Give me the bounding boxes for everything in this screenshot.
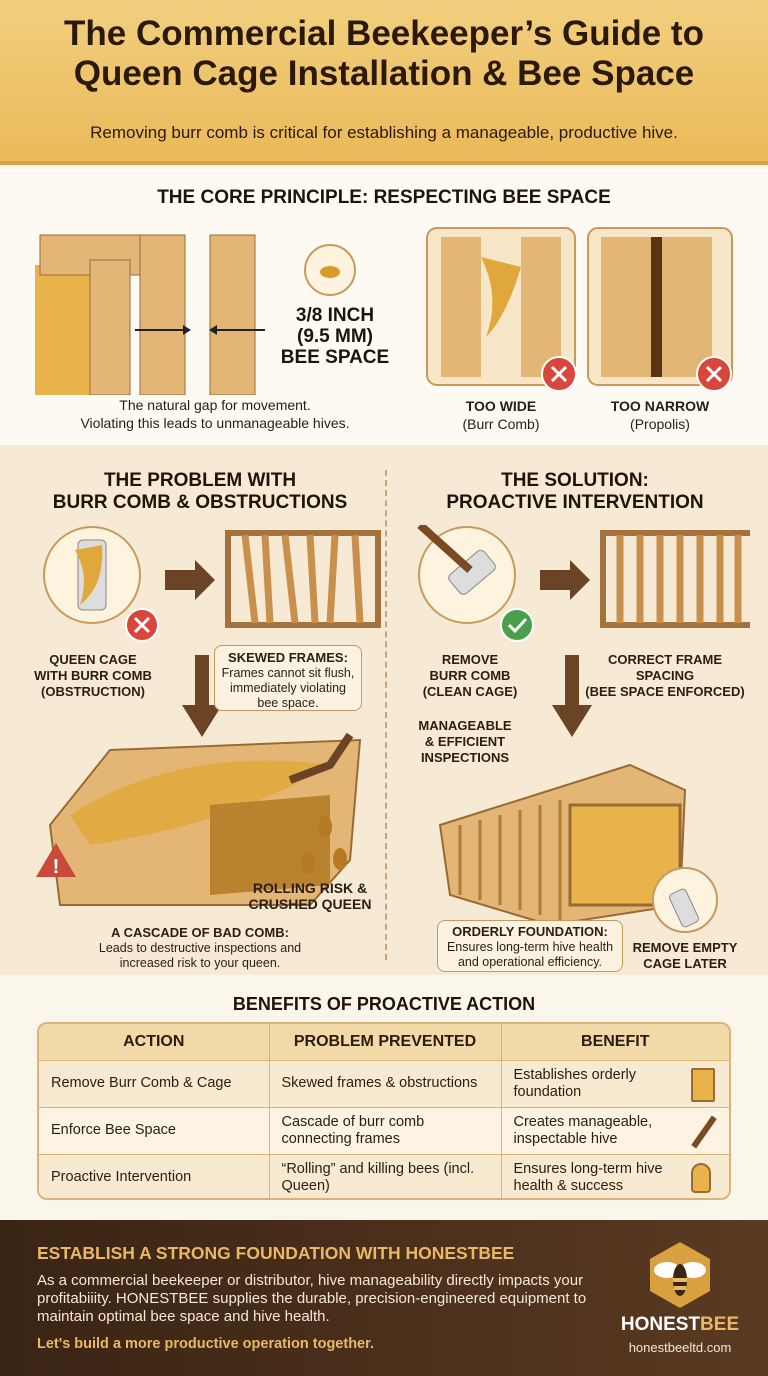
- action-cell: Proactive Intervention: [39, 1154, 270, 1198]
- wrong-x-icon: [125, 608, 159, 642]
- skewed-frames-callout: SKEWED FRAMES:Frames cannot sit flush, i…: [214, 645, 362, 711]
- benefit-cell: Ensures long-term hive health & success: [501, 1154, 729, 1198]
- footer-title: ESTABLISH A STRONG FOUNDATION WITH HONES…: [37, 1243, 515, 1263]
- rolling-risk-label: ROLLING RISK &CRUSHED QUEEN: [248, 880, 372, 912]
- solution-title: THE SOLUTION:PROACTIVE INTERVENTION: [446, 470, 704, 513]
- benefit-cell: Establishes orderly foundation: [501, 1060, 729, 1108]
- too-narrow-label: TOO NARROW(Propolis): [610, 398, 710, 432]
- svg-text:!: !: [53, 856, 60, 878]
- cascade-caption: A CASCADE OF BAD COMB:Leads to destructi…: [98, 925, 302, 970]
- problem-solution-illustrations: !: [36, 525, 750, 933]
- action-cell: Remove Burr Comb & Cage: [39, 1060, 270, 1108]
- brand-name: HONESTBEE: [620, 1314, 740, 1335]
- action-cell: Enforce Bee Space: [39, 1107, 270, 1155]
- problem-cell: “Rolling” and killing bees (incl. Queen): [269, 1154, 502, 1198]
- honeycomb-frame-icon: [691, 1067, 715, 1102]
- footer-body: As a commercial beekeeper or distributor…: [37, 1272, 587, 1325]
- problem-cell: Skewed frames & obstructions: [269, 1060, 502, 1108]
- honestbee-logo-icon: [650, 1242, 710, 1308]
- hive-tool-icon: [691, 1115, 717, 1148]
- wrong-x-icon: [696, 356, 732, 392]
- problem-cell: Cascade of burr comb connecting frames: [269, 1107, 502, 1155]
- website-link[interactable]: honestbeeltd.com: [628, 1340, 732, 1355]
- queen-icon: [691, 1162, 711, 1193]
- table-row: Proactive Intervention“Rolling” and kill…: [39, 1154, 729, 1198]
- too-wide-label: TOO WIDE(Burr Comb): [462, 398, 540, 432]
- check-icon: [500, 608, 534, 642]
- column-header: BENEFIT: [501, 1024, 729, 1061]
- frames-bee-space-illustration: [35, 234, 356, 395]
- spacing-comparison-illustration: [426, 227, 733, 392]
- wrong-x-icon: [541, 356, 577, 392]
- benefit-cell: Creates manageable, inspectable hive: [501, 1107, 729, 1155]
- orderly-foundation-callout: ORDERLY FOUNDATION:Ensures long-term hiv…: [437, 920, 623, 972]
- arrow-right-icon: [165, 560, 215, 600]
- column-header: ACTION: [39, 1024, 270, 1061]
- bee-space-caption: The natural gap for movement.Violating t…: [80, 397, 350, 431]
- arrow-down-icon: [552, 705, 592, 737]
- section-title: THE CORE PRINCIPLE: RESPECTING BEE SPACE: [157, 187, 611, 208]
- column-header: PROBLEM PREVENTED: [269, 1024, 502, 1061]
- footer-cta: Let's build a more productive operation …: [37, 1336, 374, 1352]
- bee-space-measurement: 3/8 INCH(9.5 MM)BEE SPACE: [280, 305, 390, 368]
- arrow-down-icon: [182, 705, 222, 737]
- divider: [385, 470, 387, 960]
- bee-icon: [301, 816, 347, 874]
- warning-icon: !: [36, 843, 76, 878]
- benefits-title: BENEFITS OF PROACTIVE ACTION: [232, 994, 536, 1014]
- header-banner: [0, 0, 768, 165]
- page-subtitle: Removing burr comb is critical for estab…: [90, 123, 678, 142]
- footer-banner: [0, 1220, 768, 1376]
- arrow-right-icon: [540, 560, 590, 600]
